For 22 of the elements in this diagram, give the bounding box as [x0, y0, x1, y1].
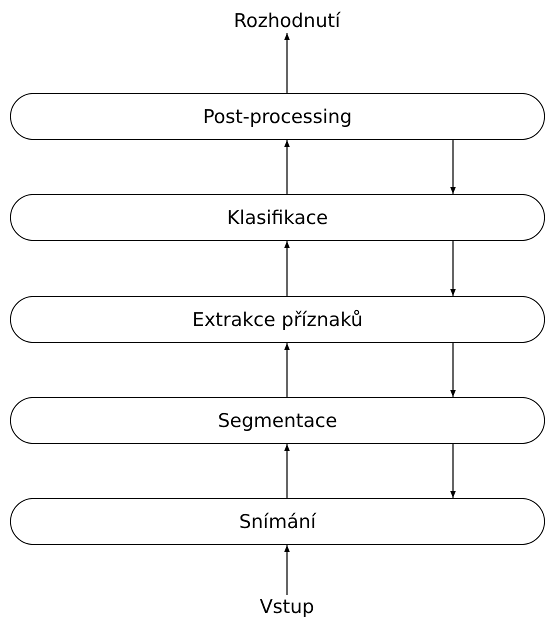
box-label: Post-processing: [202, 106, 352, 128]
box-label: Snímání: [239, 510, 316, 532]
arrow: [450, 444, 456, 498]
arrow: [450, 241, 456, 296]
arrow: [450, 343, 456, 397]
process-box: [10, 498, 545, 545]
arrow: [284, 343, 290, 397]
process-box: [10, 194, 545, 241]
box-label: Segmentace: [218, 410, 338, 432]
process-box: [10, 93, 545, 140]
arrow: [284, 140, 290, 194]
process-box: [10, 296, 545, 343]
arrow: [284, 241, 290, 296]
arrow: [284, 444, 290, 498]
box-label: Extrakce příznaků: [192, 308, 363, 330]
arrow: [284, 545, 290, 595]
box-label: Klasifikace: [227, 206, 328, 228]
process-box: [10, 397, 545, 444]
flow-text: Rozhodnutí: [187, 4, 387, 38]
arrow: [450, 140, 456, 194]
arrow: [284, 33, 290, 93]
flow-text: Vstup: [237, 590, 337, 624]
